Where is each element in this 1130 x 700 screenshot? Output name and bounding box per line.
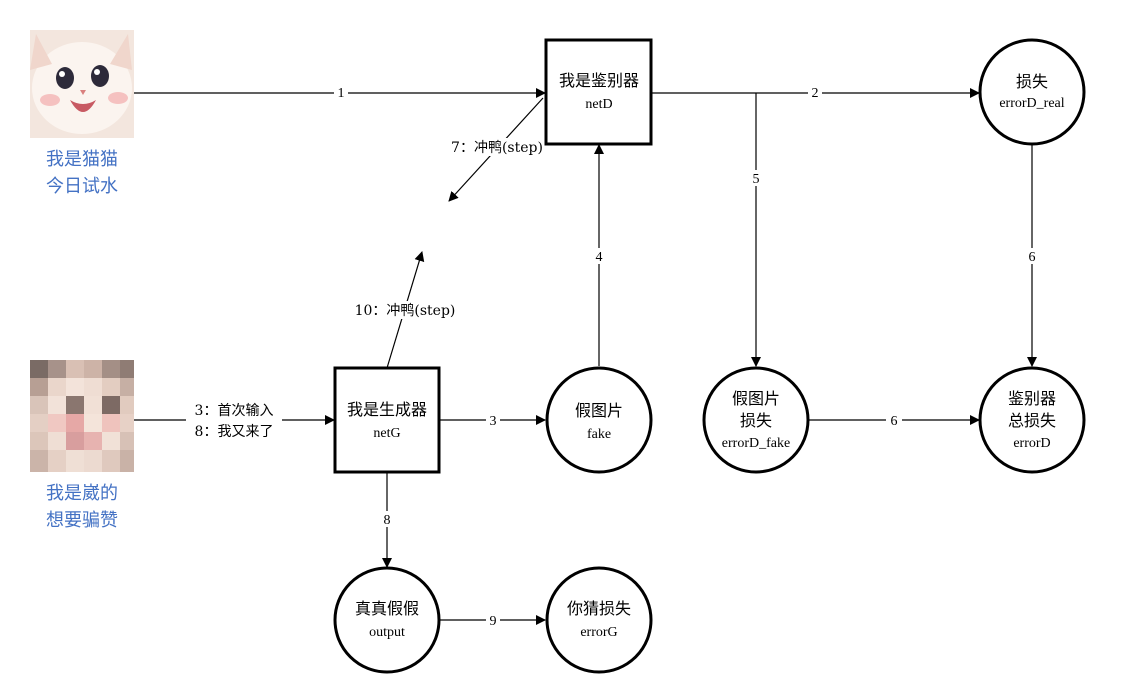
edge-9-label: 9 [490,614,497,629]
node-errorG: 你猜损失 errorG [545,566,653,674]
node-errorD-real-sub: errorD_real [999,96,1064,111]
edge-noise-label-line1: 3：首次输入 [195,403,274,419]
edge-6b-label: 6 [891,414,898,429]
node-errorD-real: 损失 errorD_real [978,38,1086,146]
node-fake-sub: fake [587,427,611,442]
node-fake: 假图片 fake [545,366,653,474]
node-fake-title: 假图片 [575,401,623,420]
edge-4-label: 4 [596,250,603,265]
cat-caption-line2: 今日试水 [46,176,118,197]
node-output-title: 真真假假 [355,599,419,618]
node-errorD: 鉴别器 总损失 errorD [978,366,1086,474]
noise-image [30,360,134,472]
node-netG-title: 我是生成器 [347,400,427,419]
cat-image [30,30,134,138]
node-errorG-title: 你猜损失 [567,599,631,618]
noise-caption-line1: 我是崴的 [46,483,118,504]
node-errorD-real-title: 损失 [1016,72,1048,91]
cat-caption-line1: 我是猫猫 [46,149,118,170]
node-output-sub: output [369,625,405,640]
edge-1-label: 1 [338,86,345,101]
edge-6a-label: 6 [1029,250,1036,265]
edge-noise-label-line2: 8：我又来了 [195,424,274,440]
node-errorD-sub: errorD [1013,436,1050,451]
node-netG: 我是生成器 netG [333,366,441,474]
noise-caption-line2: 想要骗赞 [46,510,118,531]
node-errorD-title1: 鉴别器 [1008,389,1056,408]
node-errorD-fake-title2: 损失 [740,411,772,430]
node-errorD-fake: 假图片 损失 errorD_fake [702,366,810,474]
node-errorG-sub: errorG [580,625,617,640]
node-netD-title: 我是鉴别器 [559,71,639,90]
node-netD: 我是鉴别器 netD [544,38,653,146]
edge-3-label: 3 [490,414,497,429]
node-errorD-title2: 总损失 [1008,411,1056,430]
edge-10-label: 10：冲鸭(step) [355,303,456,319]
node-errorD-fake-sub: errorD_fake [722,436,790,451]
edge-7-label: 7：冲鸭(step) [451,140,543,156]
node-netD-sub: netD [585,97,612,112]
node-errorD-fake-title1: 假图片 [732,389,780,408]
edge-2-label: 2 [812,86,819,101]
edge-5-label: 5 [753,172,760,187]
edge-8-label: 8 [384,513,391,528]
node-output: 真真假假 output [333,566,441,674]
node-netG-sub: netG [373,426,400,441]
